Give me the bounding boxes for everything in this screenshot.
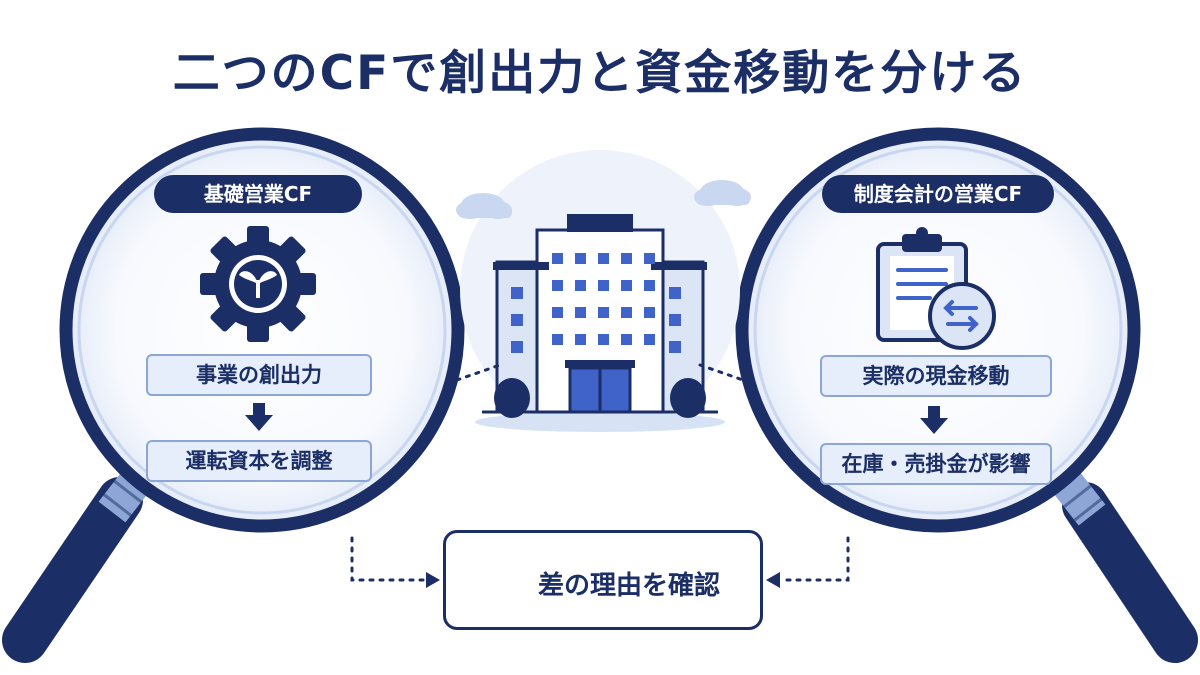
dotted-connector [350,363,850,582]
gear-sprout-icon [200,226,316,342]
arrow-left-icon [766,572,780,588]
confirm-difference-label: 差の理由を確認 [538,571,721,601]
right-step1-box: 実際の現金移動 [820,355,1052,397]
clipboard-exchange-icon [876,227,996,350]
left-step1-box: 事業の創出力 [146,354,372,396]
cloud-icon [694,180,751,206]
cloud-icon [456,193,512,219]
left-header-pill: 基礎営業CF [154,175,362,213]
right-header-pill: 制度会計の営業CF [822,175,1054,213]
confirm-difference-box: 差の理由を確認 [443,530,763,630]
page-title: 二つのCFで創出力と資金移動を分ける [172,46,1028,101]
right-step2-box: 在庫・売掛金が影響 [820,443,1052,485]
office-building-icon [482,214,718,418]
arrow-down-icon [245,403,273,431]
arrow-down-icon [920,406,948,434]
arrow-right-icon [426,572,440,588]
left-step2-box: 運転資本を調整 [146,440,372,482]
